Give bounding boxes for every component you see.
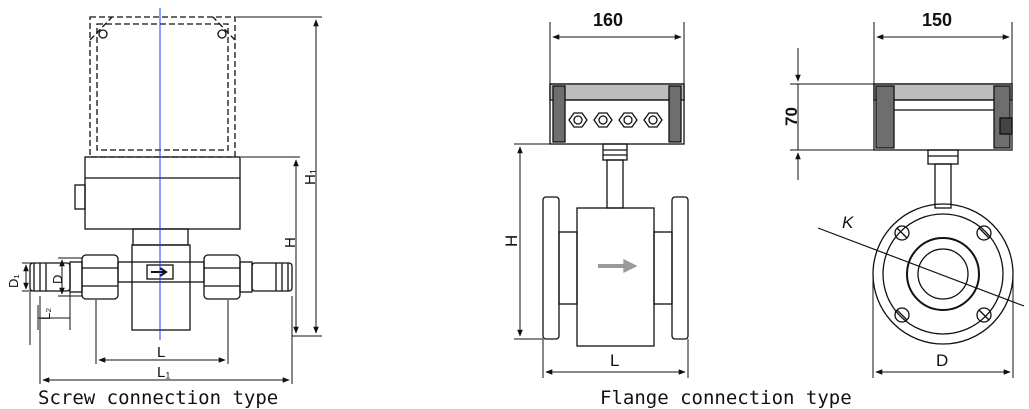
cable-glands <box>568 112 663 128</box>
flange-side-d-label: D <box>936 351 948 370</box>
flange-side-height-label: 70 <box>782 107 801 126</box>
screw-connection-drawing <box>22 8 322 384</box>
screw-housing-dashed <box>89 16 236 158</box>
screw-label-h: H <box>282 237 299 248</box>
flange-front-width-label: 160 <box>593 10 623 30</box>
screw-left-nut <box>29 254 119 300</box>
screw-label-h1: H₁ <box>302 169 319 185</box>
flange-side-drawing <box>790 22 1025 378</box>
screw-label-l2: L₂ <box>38 308 53 320</box>
screw-label-d: D <box>50 275 65 284</box>
screw-label-l: L <box>157 344 165 361</box>
flange-side-width-label: 150 <box>922 10 952 30</box>
flange-right <box>671 196 689 340</box>
flange-left <box>542 196 560 340</box>
flange-side-k-label: K <box>842 213 854 232</box>
screw-right-nut <box>203 254 293 300</box>
flange-caption: Flange connection type <box>600 387 852 409</box>
flange-front-l-label: L <box>610 351 619 370</box>
screw-label-l1: L₁ <box>157 364 170 381</box>
flange-face <box>872 203 1014 345</box>
screw-transmitter-body <box>84 156 241 230</box>
flange-front-drawing <box>514 22 689 378</box>
screw-pipe-body <box>131 244 191 331</box>
screw-label-d1: D₁ <box>6 274 21 288</box>
flange-body <box>576 207 655 347</box>
screw-caption: Screw connection type <box>38 387 278 409</box>
flange-front-h-label: H <box>502 235 521 247</box>
